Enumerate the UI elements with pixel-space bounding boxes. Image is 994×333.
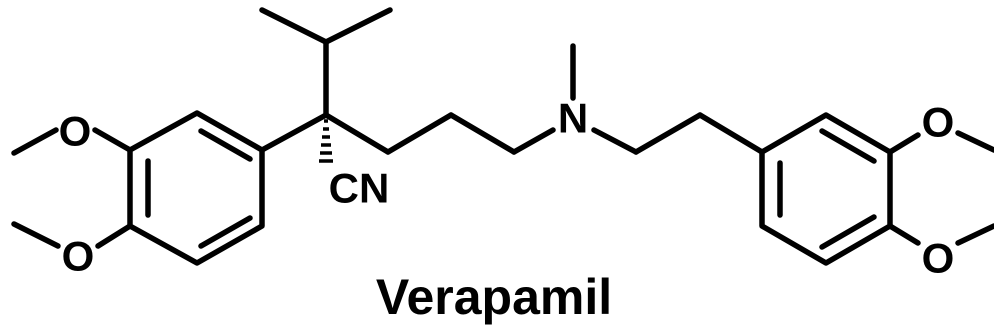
atom-amine-n: N (558, 95, 588, 142)
atom-o-upper-left: O (59, 108, 92, 155)
left-benzene-ring (127, 110, 265, 266)
atom-nitrile: CN (329, 165, 390, 212)
atom-o-upper-right: O (922, 99, 955, 146)
atom-o-lower-left: O (62, 233, 95, 280)
right-benzene-ring (759, 112, 893, 266)
molecule-name: Verapamil (376, 269, 612, 325)
right-methoxy-bonds (887, 130, 994, 246)
hashed-wedge-bond (319, 119, 333, 163)
atom-o-lower-right: O (922, 235, 955, 282)
left-methoxy-bonds (11, 127, 133, 249)
backbone-bonds (259, 7, 765, 155)
